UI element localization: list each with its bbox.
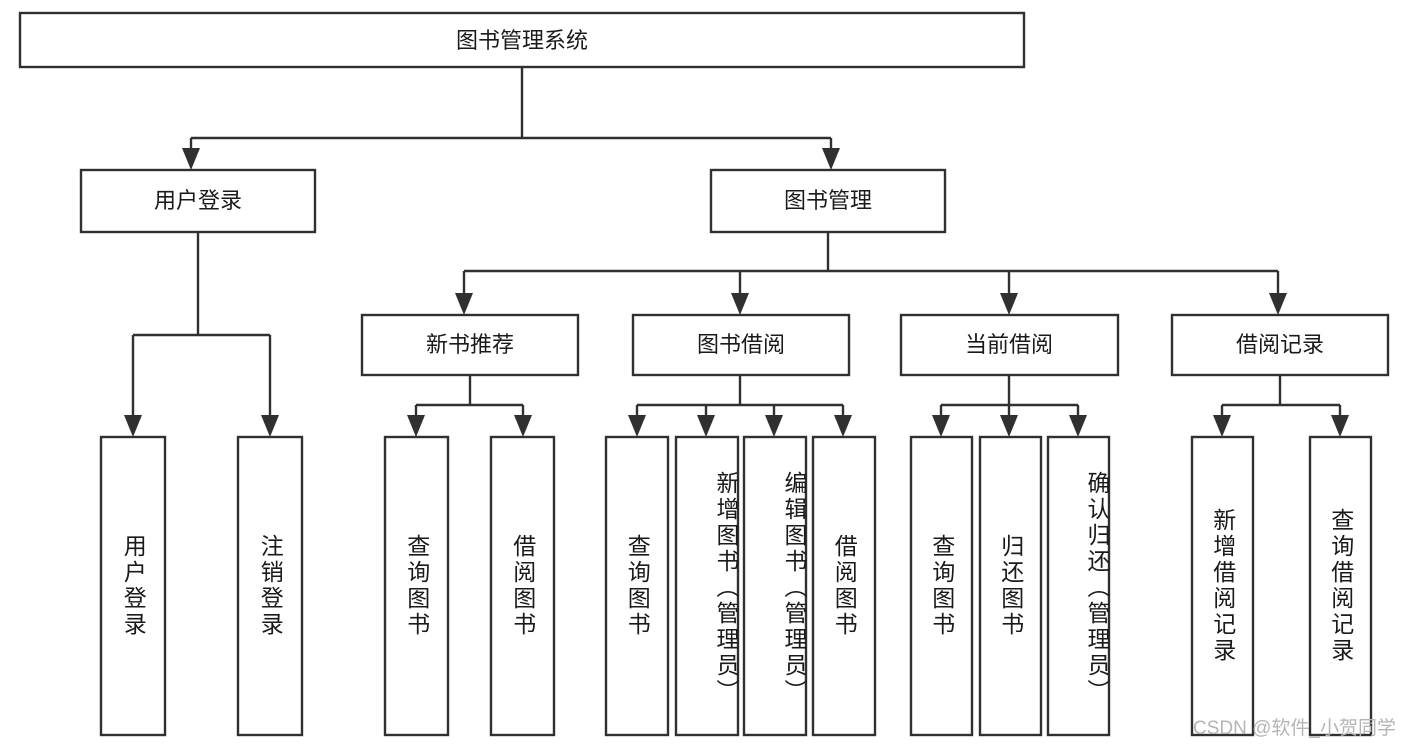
leaf-box-current-borrow-1[interactable] — [909, 435, 974, 737]
node-borrow-record[interactable]: 借阅记录 — [1170, 313, 1390, 377]
leaf-boxes — [99, 435, 1373, 737]
leaf-box-book-borrow-2[interactable] — [674, 435, 740, 737]
arrowhead-cb-3 — [1069, 415, 1087, 437]
node-new-book-recommend-box[interactable] — [360, 313, 580, 377]
csdn-watermark: CSDN @软件_小贺同学 — [1193, 718, 1396, 739]
node-book-management-label: 图书管理 — [784, 188, 872, 213]
connector-userlogin-to-leaves — [124, 232, 279, 437]
arrowhead-book-manage — [822, 148, 840, 170]
node-user-login-box[interactable] — [79, 168, 317, 234]
arrowhead-l3-2 — [731, 293, 749, 315]
arrowhead-l3-3 — [1000, 293, 1018, 315]
connector-root-to-level2 — [182, 67, 840, 170]
node-book-borrow[interactable]: 图书借阅 — [631, 313, 851, 377]
leaf-box-book-borrow-1[interactable] — [604, 435, 670, 737]
node-book-borrow-label: 图书借阅 — [697, 332, 785, 357]
node-user-login-label: 用户登录 — [154, 188, 242, 213]
node-new-book-recommend[interactable]: 新书推荐 — [360, 313, 580, 377]
connector-currentborrow-to-leaves — [932, 375, 1087, 437]
connector-bookmanage-to-level3 — [455, 232, 1287, 315]
arrowhead-l3-4 — [1269, 293, 1287, 315]
arrowhead-l3-1 — [455, 293, 473, 315]
connector-borrowrecord-to-leaves — [1213, 375, 1349, 437]
arrowhead-ul-2 — [261, 415, 279, 437]
node-borrow-record-label: 借阅记录 — [1236, 332, 1324, 357]
arrowhead-bb-4 — [834, 415, 852, 437]
leaf-box-current-borrow-3[interactable] — [1046, 435, 1111, 737]
leaf-box-new-book-2[interactable] — [489, 435, 556, 737]
leaf-box-user-login-1[interactable] — [99, 435, 167, 737]
node-book-borrow-box[interactable] — [631, 313, 851, 377]
node-root[interactable]: 图书管理系统 — [18, 11, 1026, 69]
connector-newbook-to-leaves — [407, 375, 532, 437]
arrowhead-br-1 — [1213, 415, 1231, 437]
arrowhead-br-2 — [1331, 415, 1349, 437]
node-current-borrow[interactable]: 当前借阅 — [899, 313, 1120, 377]
node-root-box[interactable] — [18, 11, 1026, 69]
node-root-label: 图书管理系统 — [456, 28, 588, 53]
arrowhead-nb-1 — [407, 415, 425, 437]
arrowhead-nb-2 — [514, 415, 532, 437]
connector-bookborrow-to-leaves — [628, 375, 852, 437]
arrowhead-bb-2 — [697, 415, 715, 437]
node-book-management-box[interactable] — [709, 168, 947, 234]
node-borrow-record-box[interactable] — [1170, 313, 1390, 377]
arrowhead-cb-1 — [932, 415, 950, 437]
node-current-borrow-box[interactable] — [899, 313, 1120, 377]
leaf-box-current-borrow-2[interactable] — [978, 435, 1043, 737]
leaf-box-borrow-record-2[interactable] — [1308, 435, 1373, 737]
node-book-management[interactable]: 图书管理 — [709, 168, 947, 234]
arrowhead-cb-2 — [1000, 415, 1018, 437]
arrowhead-bb-1 — [628, 415, 646, 437]
node-user-login[interactable]: 用户登录 — [79, 168, 317, 234]
node-current-borrow-label: 当前借阅 — [965, 332, 1053, 357]
arrowhead-user-login — [182, 148, 200, 170]
arrowhead-bb-3 — [765, 415, 783, 437]
leaf-box-book-borrow-4[interactable] — [811, 435, 877, 737]
leaf-box-borrow-record-1[interactable] — [1190, 435, 1255, 737]
leaf-box-user-login-2[interactable] — [236, 435, 304, 737]
arrowhead-ul-1 — [124, 415, 142, 437]
leaf-box-book-borrow-3[interactable] — [742, 435, 808, 737]
leaf-box-new-book-1[interactable] — [383, 435, 450, 737]
node-new-book-recommend-label: 新书推荐 — [426, 332, 514, 357]
